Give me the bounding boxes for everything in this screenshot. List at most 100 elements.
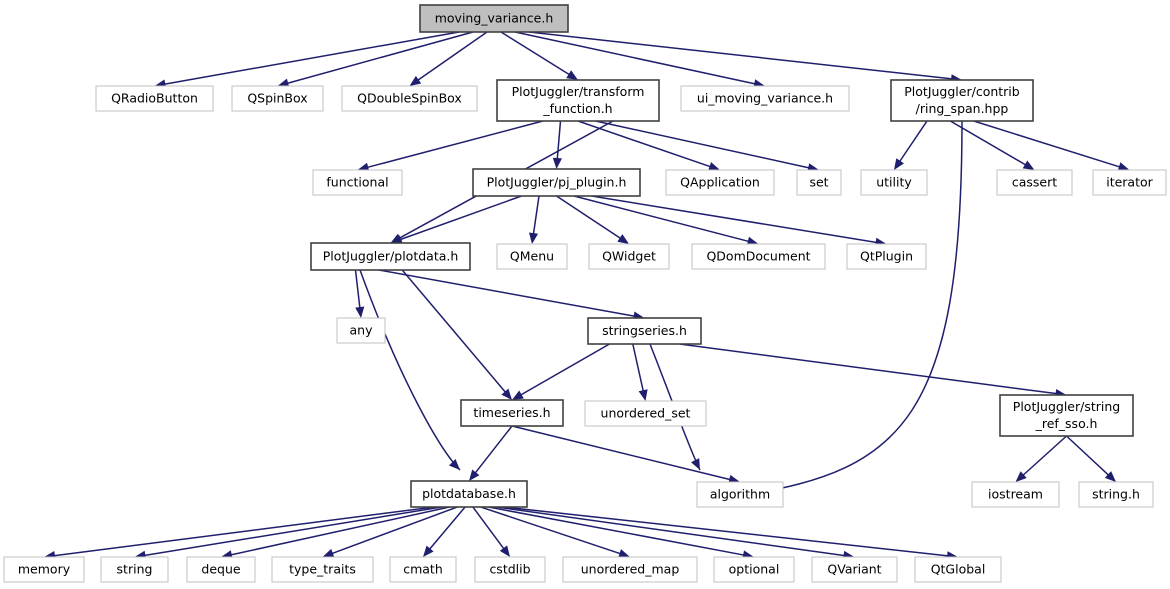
- node-any[interactable]: any: [336, 317, 386, 344]
- node-box-unordered_set[interactable]: [584, 400, 707, 427]
- edge-plotdatabase-to-type_traits: [330, 506, 458, 555]
- node-label-qspinbox: QSpinBox: [247, 91, 307, 106]
- node-label-qtplugin: QtPlugin: [860, 249, 913, 264]
- node-qradiobutton[interactable]: QRadioButton: [95, 85, 214, 112]
- edge-transform_function-to-set: [595, 120, 811, 169]
- node-timeseries[interactable]: timeseries.h: [460, 399, 564, 427]
- edge-ring_span-to-algorithm: [744, 120, 963, 496]
- node-box-memory[interactable]: [3, 556, 85, 583]
- node-box-qradiobutton[interactable]: [95, 85, 214, 112]
- node-box-qtglobal[interactable]: [914, 556, 1002, 583]
- node-box-set[interactable]: [796, 169, 842, 196]
- node-ring_span[interactable]: PlotJuggler/contrib/ring_span.hpp: [890, 79, 1034, 122]
- node-box-unordered_map[interactable]: [562, 556, 698, 583]
- edge-plotdatabase-to-deque: [229, 506, 450, 556]
- node-transform_function[interactable]: PlotJuggler/transform_function.h: [496, 79, 660, 122]
- node-box-functional[interactable]: [312, 169, 403, 196]
- node-utility[interactable]: utility: [860, 169, 928, 196]
- node-box-cassert[interactable]: [996, 169, 1073, 196]
- node-moving_variance[interactable]: moving_variance.h: [419, 4, 569, 33]
- node-qwidget[interactable]: QWidget: [588, 243, 670, 270]
- arrowhead-pj_plugin-to-qwidget: [617, 234, 629, 244]
- node-box-iterator[interactable]: [1092, 169, 1167, 196]
- edge-ring_span-to-cassert: [949, 120, 1028, 167]
- node-functional[interactable]: functional: [312, 169, 403, 196]
- node-box-plotdata[interactable]: [310, 242, 471, 271]
- node-box-qspinbox[interactable]: [231, 85, 324, 112]
- node-qtplugin[interactable]: QtPlugin: [846, 243, 927, 270]
- node-box-iostream[interactable]: [971, 481, 1060, 508]
- node-qdomdocument[interactable]: QDomDocument: [691, 243, 826, 270]
- node-box-optional[interactable]: [713, 556, 795, 583]
- node-iterator[interactable]: iterator: [1092, 169, 1167, 196]
- node-box-qdoublespinbox[interactable]: [341, 85, 478, 112]
- node-box-ring_span[interactable]: [890, 79, 1034, 122]
- node-qvariant[interactable]: QVariant: [811, 556, 898, 583]
- node-deque[interactable]: deque: [186, 556, 256, 583]
- node-box-transform_function[interactable]: [496, 79, 660, 122]
- node-qtglobal[interactable]: QtGlobal: [914, 556, 1002, 583]
- node-algorithm[interactable]: algorithm: [696, 481, 784, 508]
- node-box-plotdatabase[interactable]: [410, 480, 528, 508]
- node-set[interactable]: set: [796, 169, 842, 196]
- edge-moving_variance-to-ui_moving_variance: [514, 31, 757, 85]
- node-label-moving_variance: moving_variance.h: [435, 11, 554, 26]
- node-box-moving_variance[interactable]: [419, 4, 569, 33]
- node-box-any[interactable]: [336, 317, 386, 344]
- node-box-type_traits[interactable]: [271, 556, 374, 583]
- node-unordered_map[interactable]: unordered_map: [562, 556, 698, 583]
- node-label-cstdlib: cstdlib: [489, 562, 530, 577]
- node-box-ui_moving_variance[interactable]: [680, 85, 850, 112]
- node-cmath[interactable]: cmath: [389, 556, 457, 583]
- node-box-qwidget[interactable]: [588, 243, 670, 270]
- node-string[interactable]: string: [100, 556, 169, 583]
- node-box-qvariant[interactable]: [811, 556, 898, 583]
- node-label-string_ref_sso: PlotJuggler/string: [1013, 399, 1120, 414]
- node-type_traits[interactable]: type_traits: [271, 556, 374, 583]
- edge-moving_variance-to-transform_function: [500, 31, 571, 76]
- node-box-cmath[interactable]: [389, 556, 457, 583]
- node-plotdatabase[interactable]: plotdatabase.h: [410, 480, 528, 508]
- node-unordered_set[interactable]: unordered_set: [584, 400, 707, 427]
- node-box-stringseries[interactable]: [587, 317, 702, 345]
- edge-plotdatabase-to-cmath: [428, 506, 466, 551]
- node-box-string[interactable]: [100, 556, 169, 583]
- node-optional[interactable]: optional: [713, 556, 795, 583]
- node-qdoublespinbox[interactable]: QDoubleSpinBox: [341, 85, 478, 112]
- node-string_ref_sso[interactable]: PlotJuggler/string_ref_sso.h: [999, 394, 1134, 437]
- node-box-qapplication[interactable]: [665, 169, 775, 196]
- edges-layer: [44, 31, 1130, 561]
- node-memory[interactable]: memory: [3, 556, 85, 583]
- node-box-string_h[interactable]: [1078, 481, 1154, 508]
- node-box-timeseries[interactable]: [460, 399, 564, 427]
- node-label-cassert: cassert: [1012, 175, 1057, 190]
- node-box-qmenu[interactable]: [496, 243, 568, 270]
- node-iostream[interactable]: iostream: [971, 481, 1060, 508]
- node-label-plotdata: PlotJuggler/plotdata.h: [323, 249, 459, 264]
- edge-stringseries-to-unordered_set: [632, 343, 645, 393]
- node-qapplication[interactable]: QApplication: [665, 169, 775, 196]
- node-stringseries[interactable]: stringseries.h: [587, 317, 702, 345]
- node-box-cstdlib[interactable]: [474, 556, 546, 583]
- edge-plotdatabase-to-string: [143, 506, 442, 557]
- node-label-deque: deque: [201, 562, 240, 577]
- node-box-deque[interactable]: [186, 556, 256, 583]
- edge-transform_function-to-functional: [366, 120, 544, 169]
- node-box-algorithm[interactable]: [696, 481, 784, 508]
- node-box-pj_plugin[interactable]: [472, 168, 641, 197]
- node-box-qdomdocument[interactable]: [691, 243, 826, 270]
- node-string_h[interactable]: string.h: [1078, 481, 1154, 508]
- node-box-string_ref_sso[interactable]: [999, 394, 1134, 437]
- node-label-qdomdocument: QDomDocument: [706, 249, 810, 264]
- node-ui_moving_variance[interactable]: ui_moving_variance.h: [680, 85, 850, 112]
- node-box-utility[interactable]: [860, 169, 928, 196]
- node-cstdlib[interactable]: cstdlib: [474, 556, 546, 583]
- arrowhead-string_ref_sso-to-iostream: [1015, 471, 1027, 482]
- node-qmenu[interactable]: QMenu: [496, 243, 568, 270]
- node-cassert[interactable]: cassert: [996, 169, 1073, 196]
- node-plotdata[interactable]: PlotJuggler/plotdata.h: [310, 242, 471, 271]
- node-box-qtplugin[interactable]: [846, 243, 927, 270]
- node-qspinbox[interactable]: QSpinBox: [231, 85, 324, 112]
- node-pj_plugin[interactable]: PlotJuggler/pj_plugin.h: [472, 168, 641, 197]
- node-label-functional: functional: [326, 175, 388, 190]
